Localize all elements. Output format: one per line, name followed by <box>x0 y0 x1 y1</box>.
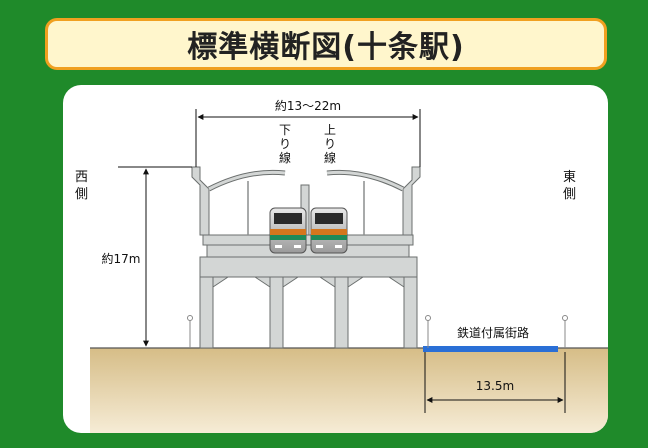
down-line-char-1: 下 <box>279 123 291 137</box>
train-up-line <box>310 207 348 254</box>
east-char-1: 東 <box>563 169 576 185</box>
down-line-char-3: 線 <box>279 150 291 165</box>
road-width-label: 13.5m <box>476 379 514 393</box>
side-road <box>423 346 558 352</box>
up-line-char-1: 上 <box>324 123 336 137</box>
train-down-line <box>269 207 307 254</box>
west-char-2: 側 <box>75 187 88 202</box>
east-char-2: 側 <box>563 187 576 202</box>
diagram-title: 標準横断図(十条駅) <box>187 30 465 65</box>
width-span-label: 約13～22m <box>275 98 341 113</box>
boundary-poles <box>187 315 568 348</box>
height-label: 約17m <box>102 251 141 266</box>
side-road-label: 鉄道付属街路 <box>457 325 529 340</box>
title-banner: 標準横断図(十条駅) <box>45 18 607 70</box>
cross-section-diagram: 約13～22m 約17m 西 側 東 側 下 り 線 上 り 線 鉄道付属街路 … <box>75 98 608 433</box>
diagram-panel: 約13～22m 約17m 西 側 東 側 下 り 線 上 り 線 鉄道付属街路 … <box>63 85 608 433</box>
west-char-1: 西 <box>75 170 88 185</box>
up-line-char-3: 線 <box>324 150 336 165</box>
up-line-char-2: り <box>324 137 336 151</box>
ground <box>90 348 608 433</box>
viaduct-structure <box>191 166 421 349</box>
down-line-char-2: り <box>279 137 291 151</box>
